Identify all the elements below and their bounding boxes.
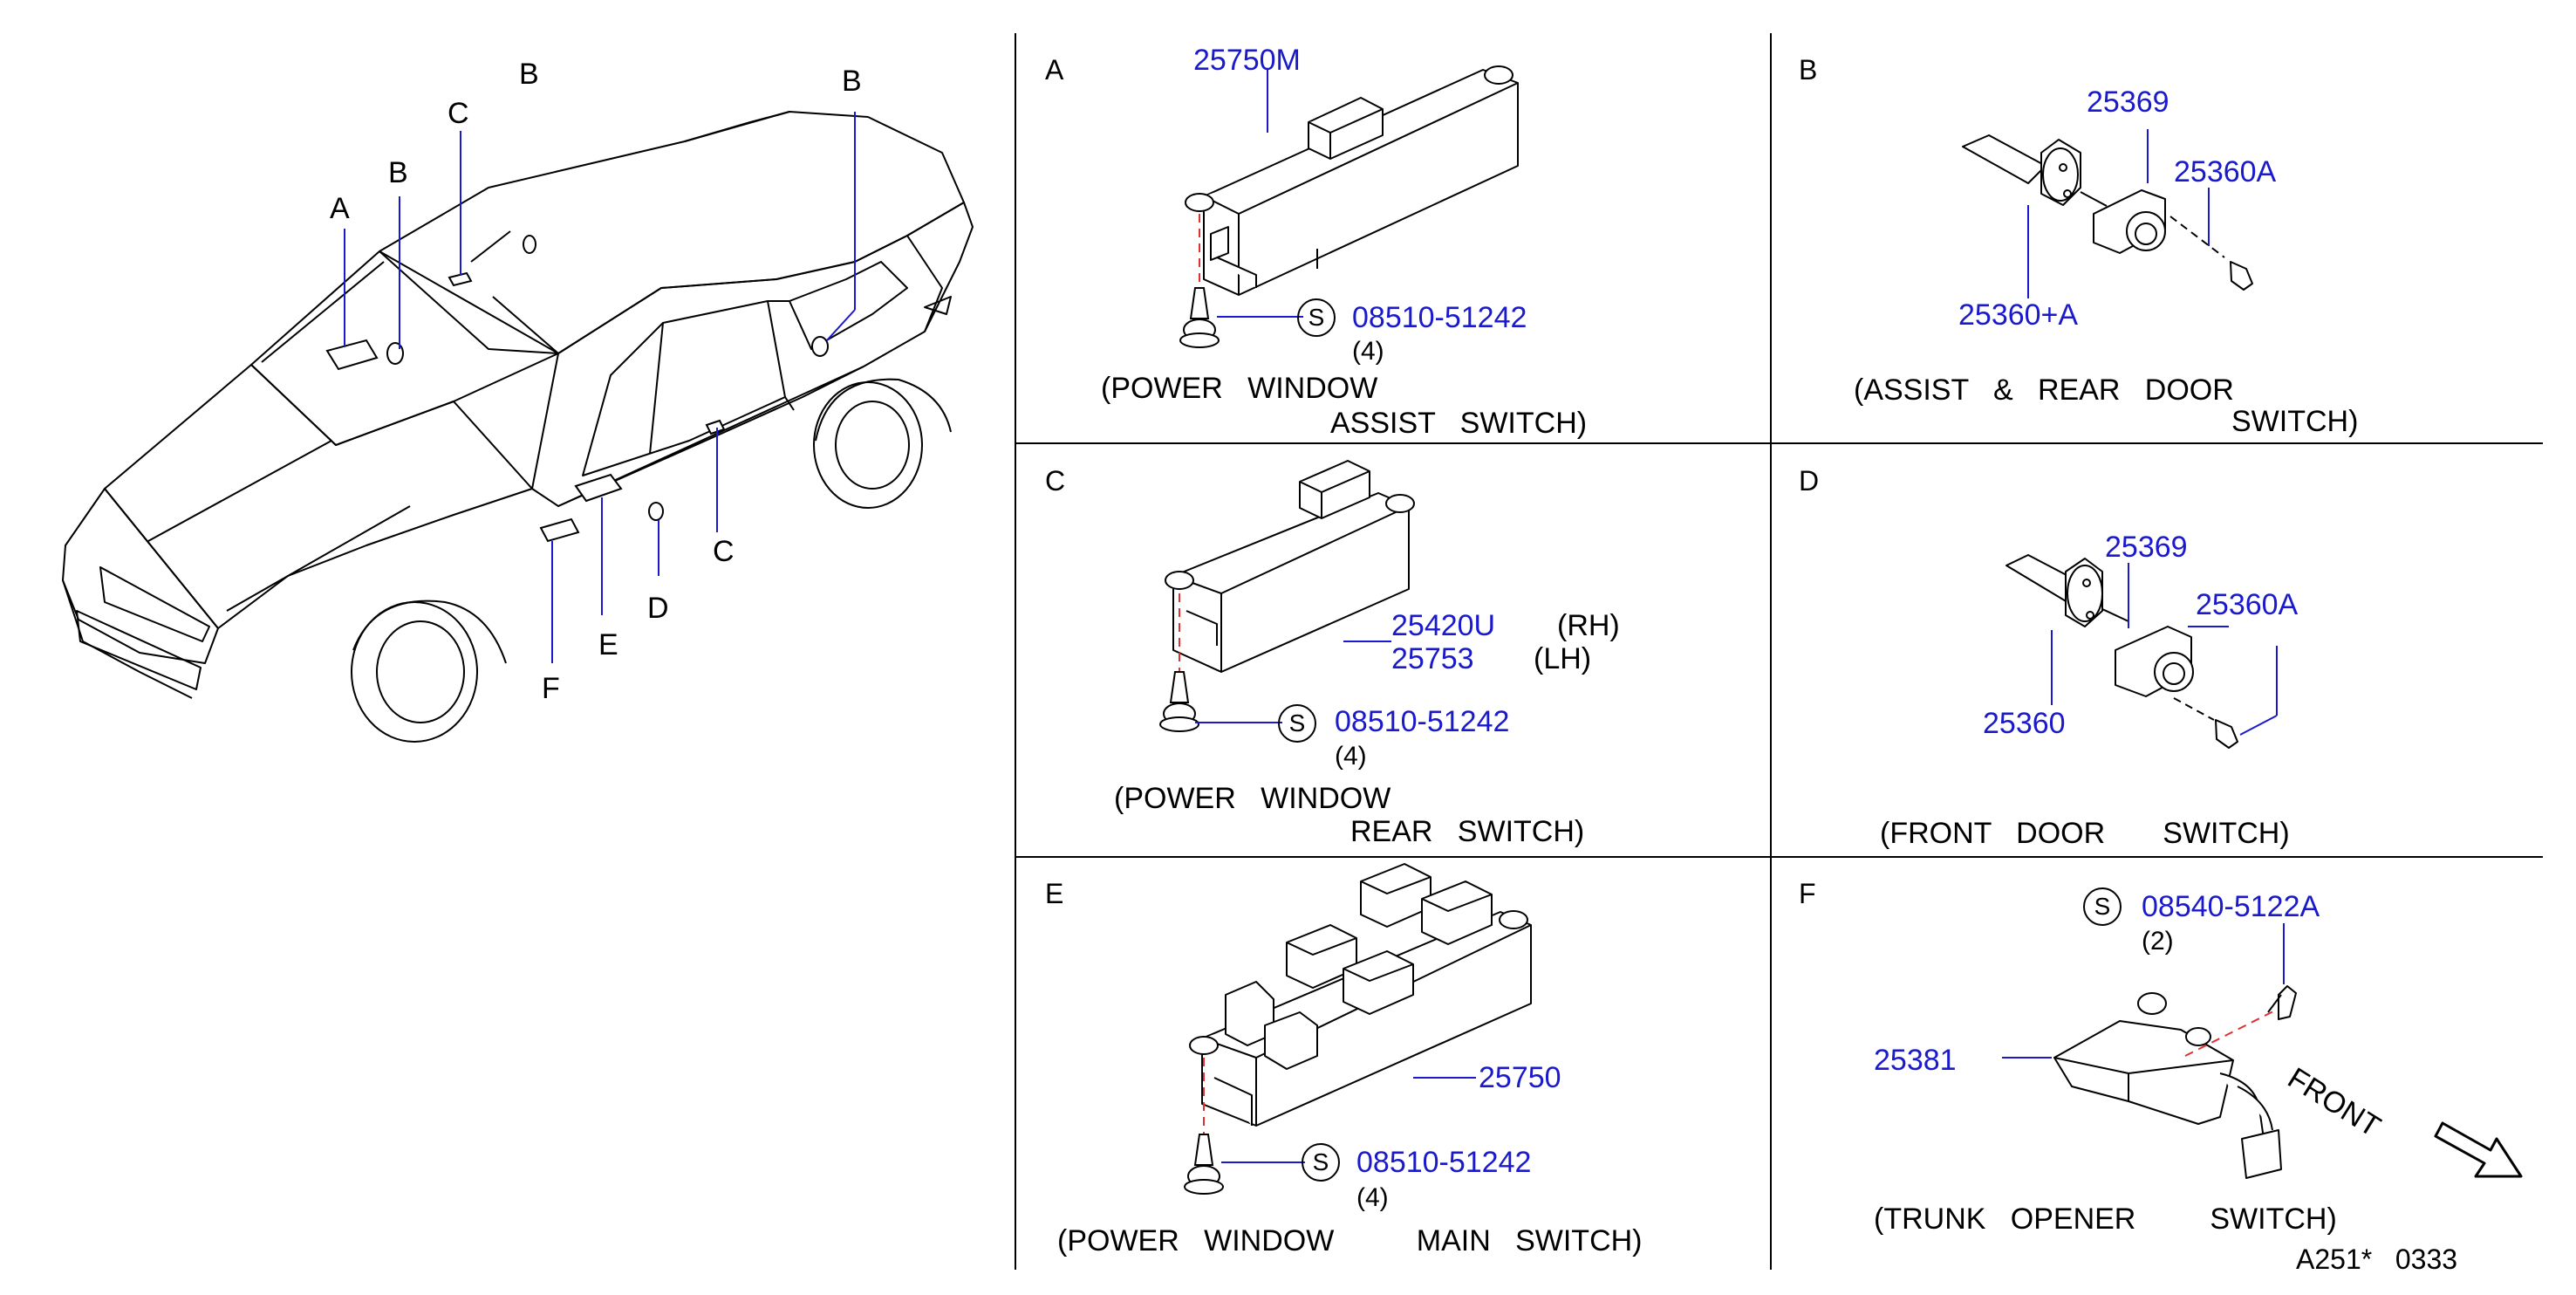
leaders-f: [2002, 923, 2285, 1059]
panel-a-letter: A: [1045, 54, 1064, 86]
car-callout-c-2: C: [713, 535, 735, 568]
panel-a-screw-qty: (4): [1352, 337, 1384, 366]
panel-f-screw-number: 08540-5122A: [2142, 890, 2320, 923]
panel-b-part-3: 25360+A: [1958, 298, 2079, 332]
panel-c-caption-2: REAR SWITCH): [1350, 815, 1585, 848]
car-leaders: [344, 112, 856, 663]
panel-f-letter: F: [1799, 878, 1816, 909]
leaders-b: [2027, 129, 2210, 298]
car-callout-b-3: B: [842, 65, 862, 98]
door-switch-b-drawing: [1962, 134, 2253, 291]
panel-a-caption-2: ASSIST SWITCH): [1330, 407, 1588, 440]
panel-b-part-2: 25360A: [2174, 155, 2277, 188]
car-callout-b-2: B: [519, 58, 539, 91]
panel-b-caption-2: SWITCH): [2231, 405, 2359, 438]
screw-symbol-a: S: [1297, 298, 1336, 337]
panel-f-screw-qty: (2): [2142, 927, 2174, 956]
panel-c-caption-1: (POWER WINDOW: [1114, 782, 1391, 815]
car-callout-f: F: [542, 672, 560, 705]
panel-d-part-1: 25369: [2105, 531, 2188, 564]
panel-e-screw-qty: (4): [1356, 1183, 1389, 1212]
panel-d-part-2: 25360A: [2196, 588, 2299, 621]
panel-c-screw-number: 08510-51242: [1335, 705, 1510, 738]
panel-e-caption: (POWER WINDOW MAIN SWITCH): [1057, 1224, 1643, 1257]
panel-c-side-1: (RH): [1557, 609, 1620, 642]
main-switch-drawing: [1189, 863, 1532, 1127]
dash-d: [2173, 697, 2215, 721]
assist-switch-drawing: [1185, 65, 1519, 296]
leaders-a: [1217, 68, 1303, 318]
panel-c-letter: C: [1045, 465, 1066, 497]
front-arrow-icon: [2434, 1121, 2523, 1178]
car-illustration: [62, 111, 974, 743]
screw-e: [1184, 1134, 1224, 1195]
panel-grid: [1015, 33, 2543, 1270]
panel-e-screw-number: 08510-51242: [1356, 1146, 1532, 1179]
leaders-c: [1195, 641, 1391, 723]
car-callout-b-1: B: [388, 156, 408, 189]
panel-d-caption: (FRONT DOOR SWITCH): [1880, 817, 2290, 850]
panel-c-part-1: 25420U: [1391, 609, 1496, 642]
car-callout-c-1: C: [448, 97, 469, 130]
screw-c: [1159, 671, 1199, 732]
panel-d-part-3: 25360: [1983, 707, 2066, 740]
dash-f: [2184, 1010, 2276, 1057]
dash-b: [2169, 216, 2225, 258]
panel-c-screw-qty: (4): [1335, 742, 1367, 771]
trunk-switch-drawing: [2053, 985, 2297, 1179]
panel-f-part-number: 25381: [1874, 1044, 1957, 1077]
screw-symbol-c: S: [1278, 704, 1316, 743]
screw-a: [1179, 287, 1220, 348]
car-callout-e: E: [598, 628, 618, 661]
door-switch-d-drawing: [2005, 554, 2238, 749]
diagram-reference: A251* 0333: [2296, 1244, 2458, 1275]
panel-c-part-2: 25753: [1391, 642, 1474, 675]
panel-b-part-1: 25369: [2087, 86, 2169, 119]
leaders-d: [2051, 563, 2278, 736]
rear-switch-drawing: [1165, 460, 1415, 673]
panel-d-letter: D: [1799, 465, 1820, 497]
leaders-e: [1221, 1077, 1476, 1163]
panel-e-letter: E: [1045, 878, 1064, 909]
car-callout-a: A: [330, 192, 350, 225]
panel-a-screw-number: 08510-51242: [1352, 301, 1527, 334]
panel-b-letter: B: [1799, 54, 1818, 86]
screw-symbol-e: S: [1302, 1143, 1340, 1182]
panel-f-caption: (TRUNK OPENER SWITCH): [1874, 1202, 2337, 1236]
panel-b-caption-1: (ASSIST & REAR DOOR: [1854, 373, 2234, 407]
car-callout-d: D: [647, 592, 669, 625]
screw-symbol-f: S: [2083, 887, 2122, 926]
panel-a-caption-1: (POWER WINDOW: [1101, 372, 1378, 405]
panel-c-side-2: (LH): [1534, 642, 1592, 675]
panel-e-part-number: 25750: [1479, 1061, 1561, 1094]
panel-a-part-number: 25750M: [1193, 44, 1301, 77]
